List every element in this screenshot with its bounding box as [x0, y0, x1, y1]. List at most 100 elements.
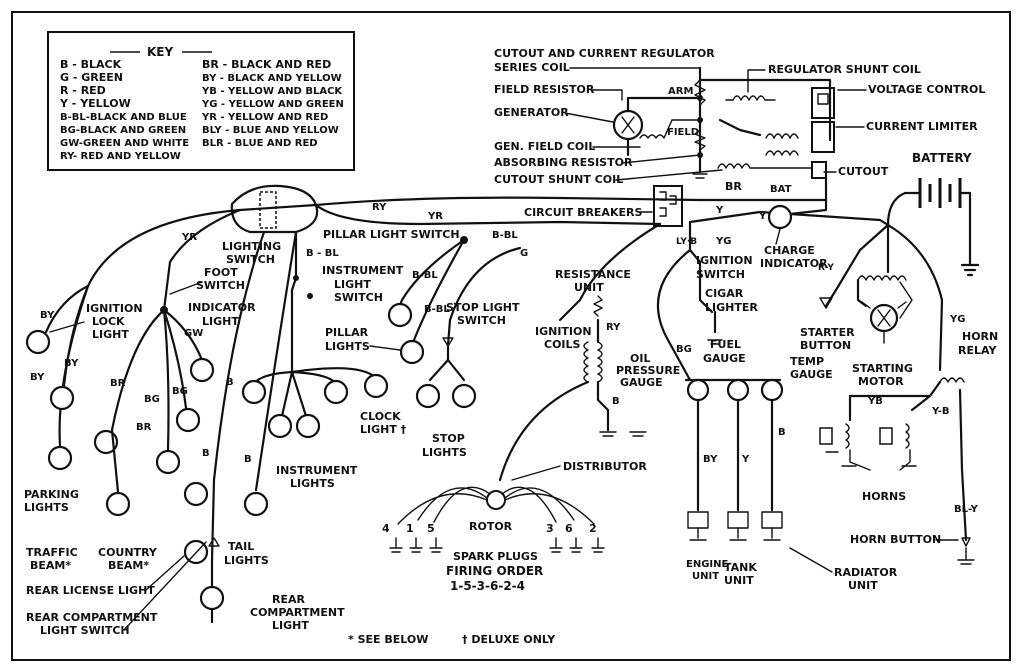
wire-code-y-b: Y-B [931, 406, 950, 417]
key-entry-left: Y - YELLOW [59, 97, 131, 110]
label-pillar-lights: PILLAR [325, 326, 369, 339]
spark-plug-number: 2 [589, 522, 597, 535]
label-instrument-light-switch: SWITCH [334, 291, 383, 304]
label-indicator-light: LIGHT [202, 315, 239, 328]
label-starting-motor: STARTING [852, 362, 913, 375]
label-voltage-control: VOLTAGE CONTROL [868, 83, 985, 96]
instrument-light-bulb [323, 379, 349, 405]
wire-code-gw: GW [184, 328, 203, 339]
pillar-light-bulb [387, 302, 413, 328]
label-ignition-lock-light: LOCK [92, 315, 125, 328]
label-temp-gauge: GAUGE [790, 368, 833, 381]
key-entry-right: BLR - BLUE AND RED [202, 138, 318, 149]
label-instrument-lights: INSTRUMENT [276, 464, 358, 477]
wire-code-ly-b: LY·B [676, 237, 697, 247]
rear-compartment-switch-icon [208, 537, 220, 547]
ignition-lock-light-bulb [25, 329, 51, 355]
horn-relay-icon [939, 377, 965, 383]
label-firing-order: FIRING ORDER [446, 564, 543, 578]
wire-code-bg: BG [172, 386, 188, 397]
label-tail-lights: TAIL [228, 540, 254, 553]
instrument-light-circuit: INSTRUMENT LIGHT SWITCH CLOCK LIGHT † IN… [241, 260, 407, 490]
wire-code-yr: YR [181, 232, 197, 243]
horn-button-icon [961, 537, 971, 547]
tail-light-bulb [243, 491, 269, 517]
label-battery: BATTERY [912, 151, 972, 165]
wire-code-by: BY [64, 358, 79, 369]
label-generator: GENERATOR [494, 106, 569, 119]
label-stop-lights: LIGHTS [422, 446, 467, 459]
rear-lighting: B B B TAIL LIGHTS REAR LICENSE LIGHT REA… [26, 230, 345, 637]
label-lighting-switch: LIGHTING [222, 240, 281, 253]
label-charge-indicator: INDICATOR [760, 257, 828, 270]
indicator-light-bulb [189, 357, 215, 383]
wire-code-g: G [520, 248, 528, 259]
parking-light-bulb [49, 385, 75, 411]
label-fuel-gauge: FUEL [710, 338, 741, 351]
wire-code-yg: YG [949, 314, 965, 325]
label-foot-switch: FOOT [204, 266, 238, 279]
label-pillar-lights: LIGHTS [325, 340, 370, 353]
label-horn-relay: RELAY [958, 344, 997, 357]
wire-code-r-y: R-Y [818, 263, 834, 273]
wire-code-bg: BG [676, 344, 692, 355]
label-cutout: CUTOUT [838, 165, 889, 178]
horn-icon [905, 423, 910, 449]
label-ignition-lock-light: IGNITION [86, 302, 143, 315]
label-rear-compartment-light: REAR [272, 593, 305, 606]
label-instrument-light-switch: INSTRUMENT [322, 264, 404, 277]
label-rear-license-light: REAR LICENSE LIGHT [26, 584, 155, 597]
wire-code-b: B [612, 396, 620, 407]
label-instrument-light-switch: LIGHT [334, 278, 371, 291]
headlamp-circuit: YR FOOT SWITCH INDICATOR LIGHT GW BR BR … [26, 208, 256, 572]
label-spark-plugs: SPARK PLUGS [453, 550, 538, 563]
spark-plug-number: 5 [427, 522, 435, 535]
label-regulator-shunt-coil: REGULATOR SHUNT COIL [768, 63, 921, 76]
key-title: KEY [147, 45, 173, 59]
label-cutout-regulator: CUTOUT AND CURRENT REGULATOR [494, 47, 715, 60]
label-starting-motor: MOTOR [858, 375, 904, 388]
key-entry-right: YR - YELLOW AND RED [201, 112, 328, 123]
rear-compartment-light-bulb [199, 585, 225, 611]
firing-sequence: 1-5-3-6-2-4 [450, 579, 525, 593]
spark-plug-number: 1 [406, 522, 414, 535]
wire-code-by: BY [40, 310, 55, 321]
label-indicator-light: INDICATOR [188, 301, 256, 314]
label-oil-pressure-gauge: OIL [630, 352, 650, 365]
label-lighting-switch: SWITCH [226, 253, 275, 266]
label-country-beam: COUNTRY [98, 546, 158, 559]
stop-light-bulb [415, 383, 441, 409]
footnote-see-below: * SEE BELOW [348, 633, 428, 646]
label-stop-light-switch: SWITCH [457, 314, 506, 327]
label-field-resistor: FIELD RESISTOR [494, 83, 595, 96]
ignition-lock-light: IGNITION LOCK LIGHT BY [25, 284, 143, 355]
horn-icon [845, 423, 850, 449]
label-rotor: ROTOR [469, 520, 513, 533]
parking-light-bulb [47, 445, 73, 471]
spark-plug-number: 6 [565, 522, 573, 535]
label-tank-unit: UNIT [724, 574, 754, 587]
wire-code-ry: RY [372, 202, 387, 213]
label-ignition-switch: SWITCH [696, 268, 745, 281]
label-rear-compartment-light-switch: LIGHT SWITCH [40, 624, 130, 637]
label-arm-terminal: ARM [668, 86, 693, 97]
label-clock-light: LIGHT † [360, 423, 407, 436]
label-stop-lights: STOP [432, 432, 465, 445]
label-distributor: DISTRIBUTOR [563, 460, 647, 473]
label-parking-lights: LIGHTS [24, 501, 69, 514]
spark-plug-number: 3 [546, 522, 554, 535]
battery: BATTERY [886, 151, 980, 277]
label-horn-button: HORN BUTTON [850, 533, 941, 546]
wire-code-b-bl: B-BL [412, 270, 438, 281]
label-cigar-lighter: CIGAR [705, 287, 744, 300]
diagram-border [11, 11, 1011, 661]
stop-light-switch-icon [442, 337, 454, 347]
key-entry-left: RY- RED AND YELLOW [60, 151, 181, 162]
wire-code-b-bl: B-BL [492, 230, 518, 241]
label-ignition-coils: IGNITION [535, 325, 592, 338]
key-entry-left: R - RED [60, 84, 106, 97]
wire-code-b-bl: B - BL [306, 248, 339, 259]
wire-code-br: BR [110, 378, 126, 389]
footnote-deluxe-only: † DELUXE ONLY [462, 633, 556, 646]
label-starter-button: BUTTON [800, 339, 851, 352]
